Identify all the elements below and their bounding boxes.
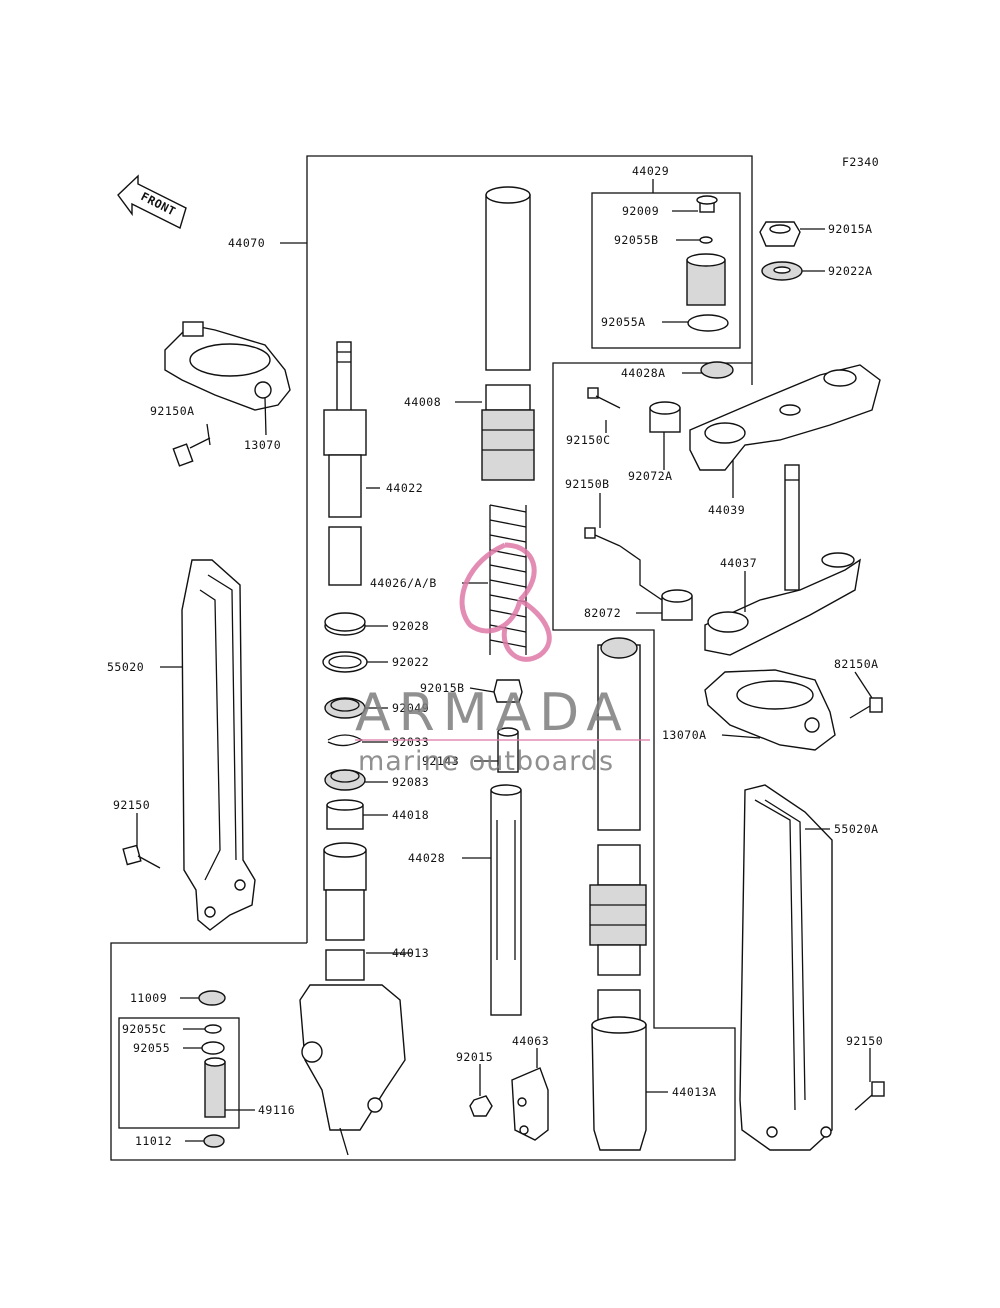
label-92015B: 92015B <box>420 681 465 695</box>
label-13070A: 13070A <box>662 728 707 742</box>
spring-44026-icon <box>489 504 527 655</box>
label-92015: 92015 <box>456 1050 493 1064</box>
label-44070: 44070 <box>228 236 265 250</box>
axle-holder-44063-icon <box>511 1067 549 1141</box>
nut-92015-icon <box>469 1095 493 1117</box>
label-82072: 82072 <box>584 606 621 620</box>
bolt-92150-right-icon <box>854 1081 885 1111</box>
lower-bracket-44037-icon <box>704 464 861 656</box>
fork-guard-55020-icon <box>181 559 256 931</box>
label-92055C: 92055C <box>122 1022 167 1036</box>
fork-cap-44029-icon <box>686 195 734 379</box>
label-92028: 92028 <box>392 619 429 633</box>
label-44028A: 44028A <box>621 366 666 380</box>
bolt-92150B-icon <box>584 527 621 547</box>
label-11009: 11009 <box>130 991 167 1005</box>
label-44063: 44063 <box>512 1034 549 1048</box>
label-49116: 49116 <box>258 1103 295 1117</box>
label-92143: 92143 <box>422 754 459 768</box>
fork-seals-stack-icon <box>322 612 368 830</box>
bolt-82150A-icon <box>849 697 883 719</box>
label-82150A: 82150A <box>834 657 879 671</box>
label-44018: 44018 <box>392 808 429 822</box>
label-55020: 55020 <box>107 660 144 674</box>
assembly-frames <box>110 155 753 1161</box>
label-44008: 44008 <box>404 395 441 409</box>
washer-92022A-icon <box>761 261 803 281</box>
bolt-92150A-icon <box>172 437 211 467</box>
label-92049: 92049 <box>392 701 429 715</box>
fork-guard-55020A-icon <box>739 784 833 1151</box>
leader-lines <box>136 179 873 1142</box>
label-44026: 44026/A/B <box>370 576 437 590</box>
armada-watermark: ARMADA marine outboards <box>355 542 650 777</box>
label-92072A: 92072A <box>628 469 673 483</box>
clamp-92072A-icon <box>649 401 681 433</box>
damper-rod-44022-icon <box>323 341 367 586</box>
label-92015A: 92015A <box>828 222 873 236</box>
outer-tube-44013-icon <box>299 842 406 1156</box>
label-92022A: 92022A <box>828 264 873 278</box>
watermark-tagline: marine outboards <box>358 746 614 777</box>
label-92055B: 92055B <box>614 233 659 247</box>
label-92055A: 92055A <box>601 315 646 329</box>
label-44037: 44037 <box>720 556 757 570</box>
nut-92015A-icon <box>759 221 801 247</box>
label-92083: 92083 <box>392 775 429 789</box>
label-92033: 92033 <box>392 735 429 749</box>
bolt-92150C-icon <box>587 387 621 409</box>
clamp-13070A-icon <box>704 669 836 751</box>
label-44013A: 44013A <box>672 1085 717 1099</box>
part-labels: 44070 44029 92009 92055B 92055A 44028A 9… <box>107 164 883 1148</box>
damper-tube-44028-icon <box>490 784 522 1016</box>
label-11012: 11012 <box>135 1134 172 1148</box>
label-92150A: 92150A <box>150 404 195 418</box>
label-92150-right: 92150 <box>846 1034 883 1048</box>
label-92009: 92009 <box>622 204 659 218</box>
label-92022: 92022 <box>392 655 429 669</box>
front-arrow-icon: FRONT <box>117 174 187 229</box>
label-92150: 92150 <box>113 798 150 812</box>
label-92055: 92055 <box>133 1041 170 1055</box>
drain-parts-icon <box>198 990 226 1148</box>
label-13070: 13070 <box>244 438 281 452</box>
fork-leg-right-icon <box>589 637 647 1151</box>
label-92150B: 92150B <box>565 477 610 491</box>
armada-logo-icon <box>459 542 552 662</box>
label-55020A: 55020A <box>834 822 879 836</box>
collar-92143-icon <box>497 727 519 773</box>
label-44028: 44028 <box>408 851 445 865</box>
upper-bracket-44039-icon <box>689 364 881 471</box>
clamp-13070-icon <box>164 321 291 411</box>
label-44013: 44013 <box>392 946 429 960</box>
label-44022: 44022 <box>386 481 423 495</box>
label-44039: 44039 <box>708 503 745 517</box>
label-92150C: 92150C <box>566 433 611 447</box>
watermark-brand: ARMADA <box>355 683 630 743</box>
figure-code: F2340 <box>842 155 879 169</box>
bolt-92150-left-icon <box>122 844 161 869</box>
clamp-82072-icon <box>661 589 693 621</box>
label-44029: 44029 <box>632 164 669 178</box>
inner-tube-44008-icon <box>481 186 535 481</box>
